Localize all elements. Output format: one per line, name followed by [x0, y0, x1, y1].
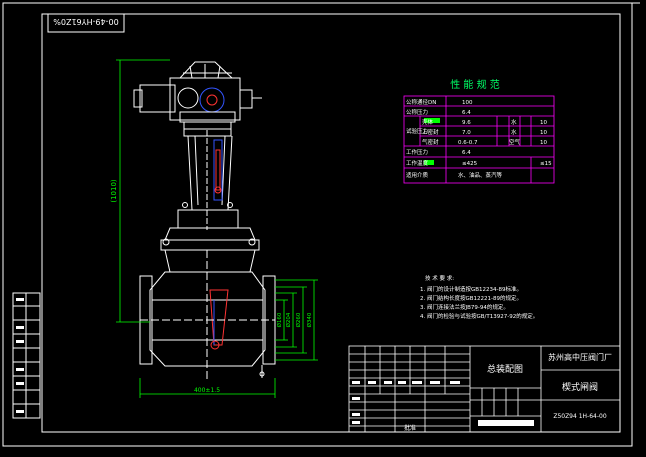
tech-notes: 技 术 要 求: 1. 阀门的设计制造按GB12234-89标准。 2. 阀门结… [420, 274, 538, 320]
spec-table-text: 公称通径DN 100 公称压力 6.4 试验压力 壳体 9.6 水 10 上密封… [406, 98, 552, 179]
valve-body [149, 271, 266, 367]
spec-row-2-sub: 壳体 [422, 118, 434, 126]
spec-table-title: 性 能 规 范 [450, 78, 500, 91]
dim-v3: Ø260 [295, 312, 302, 327]
dim-v1: Ø160 [276, 312, 283, 327]
spec-row-1-label: 公称压力 [406, 108, 428, 116]
spec-row-6-label: 工作温度 [406, 159, 429, 167]
product-name: 楔式闸阀 [562, 381, 598, 393]
spec-row-3-value: 7.0 [462, 130, 471, 136]
valve-drawing [133, 61, 276, 380]
drawing-name: 总装配图 [487, 363, 523, 375]
spec-row-3-c2: 10 [540, 130, 547, 136]
bonnet [177, 209, 239, 229]
title-block-grid [348, 345, 621, 433]
spec-row-2-value: 9.6 [462, 120, 471, 126]
height-dimension: (1010) [110, 179, 118, 203]
spec-row-2-c1: 水 [511, 118, 517, 126]
tech-note-3: 3. 阀门连接法兰按JB79-94的规定。 [420, 303, 509, 311]
spec-row-4-c2: 10 [540, 140, 547, 146]
spec-row-1-value: 6.4 [462, 110, 471, 116]
spec-row-3-sub: 上密封 [422, 128, 439, 136]
spec-row-2-c2: 10 [540, 120, 547, 126]
approval-label: 批准 [404, 424, 416, 432]
spec-row-0-value: 100 [462, 100, 473, 106]
spec-row-7-label: 适用介质 [406, 171, 429, 179]
wedge-gate [209, 289, 229, 346]
spec-row-4-c1: 空气 [509, 138, 521, 146]
product-code: Z50Z94 1H-64-00 [553, 413, 607, 420]
spec-row-4-value: 0.6-0.7 [458, 140, 478, 146]
spec-row-2-label: 试验压力 [406, 127, 428, 135]
tech-note-1: 1. 阀门的设计制造按GB12234-89标准。 [420, 285, 522, 293]
company-name: 苏州高中压阀门厂 [548, 352, 612, 362]
spec-row-7-value: 水、油品、蒸汽等 [458, 171, 503, 179]
spec-row-0-label: 公称通径DN [406, 98, 436, 106]
dimension-lines [116, 59, 318, 398]
drawing-id-top: 00-49-HY61Z0% [53, 17, 119, 26]
spec-row-5-value: 6.4 [462, 150, 471, 156]
handwheel-icon [199, 87, 225, 113]
actuator-motor [139, 84, 176, 113]
tech-note-2: 2. 阀门结构长度按GB12221-89的规定。 [420, 294, 522, 302]
left-revision-table [12, 292, 41, 419]
spec-row-4-sub: 气密封 [422, 138, 439, 146]
spec-row-3-c1: 水 [511, 128, 517, 136]
spec-row-6-value: ≤425 [462, 161, 478, 167]
drawing-id-box [47, 13, 125, 33]
left-table-fills [16, 298, 24, 413]
spec-row-5-label: 工作压力 [406, 148, 428, 156]
spec-table-grid [403, 95, 555, 184]
outer-border [2, 2, 633, 447]
title-block-marks [352, 381, 534, 426]
inner-border [41, 13, 621, 433]
tech-notes-title: 技 术 要 求: [425, 274, 454, 282]
length-dimension: 400±1.5 [194, 387, 220, 394]
tech-note-4: 4. 阀门的检验与试验按GB/T13927-92的规定。 [420, 312, 538, 320]
spec-table-fills [424, 118, 440, 165]
dim-v2: Ø204 [285, 312, 292, 327]
spec-row-6-c2: ≤15 [540, 161, 552, 167]
dim-v4: Ø340 [306, 312, 313, 327]
